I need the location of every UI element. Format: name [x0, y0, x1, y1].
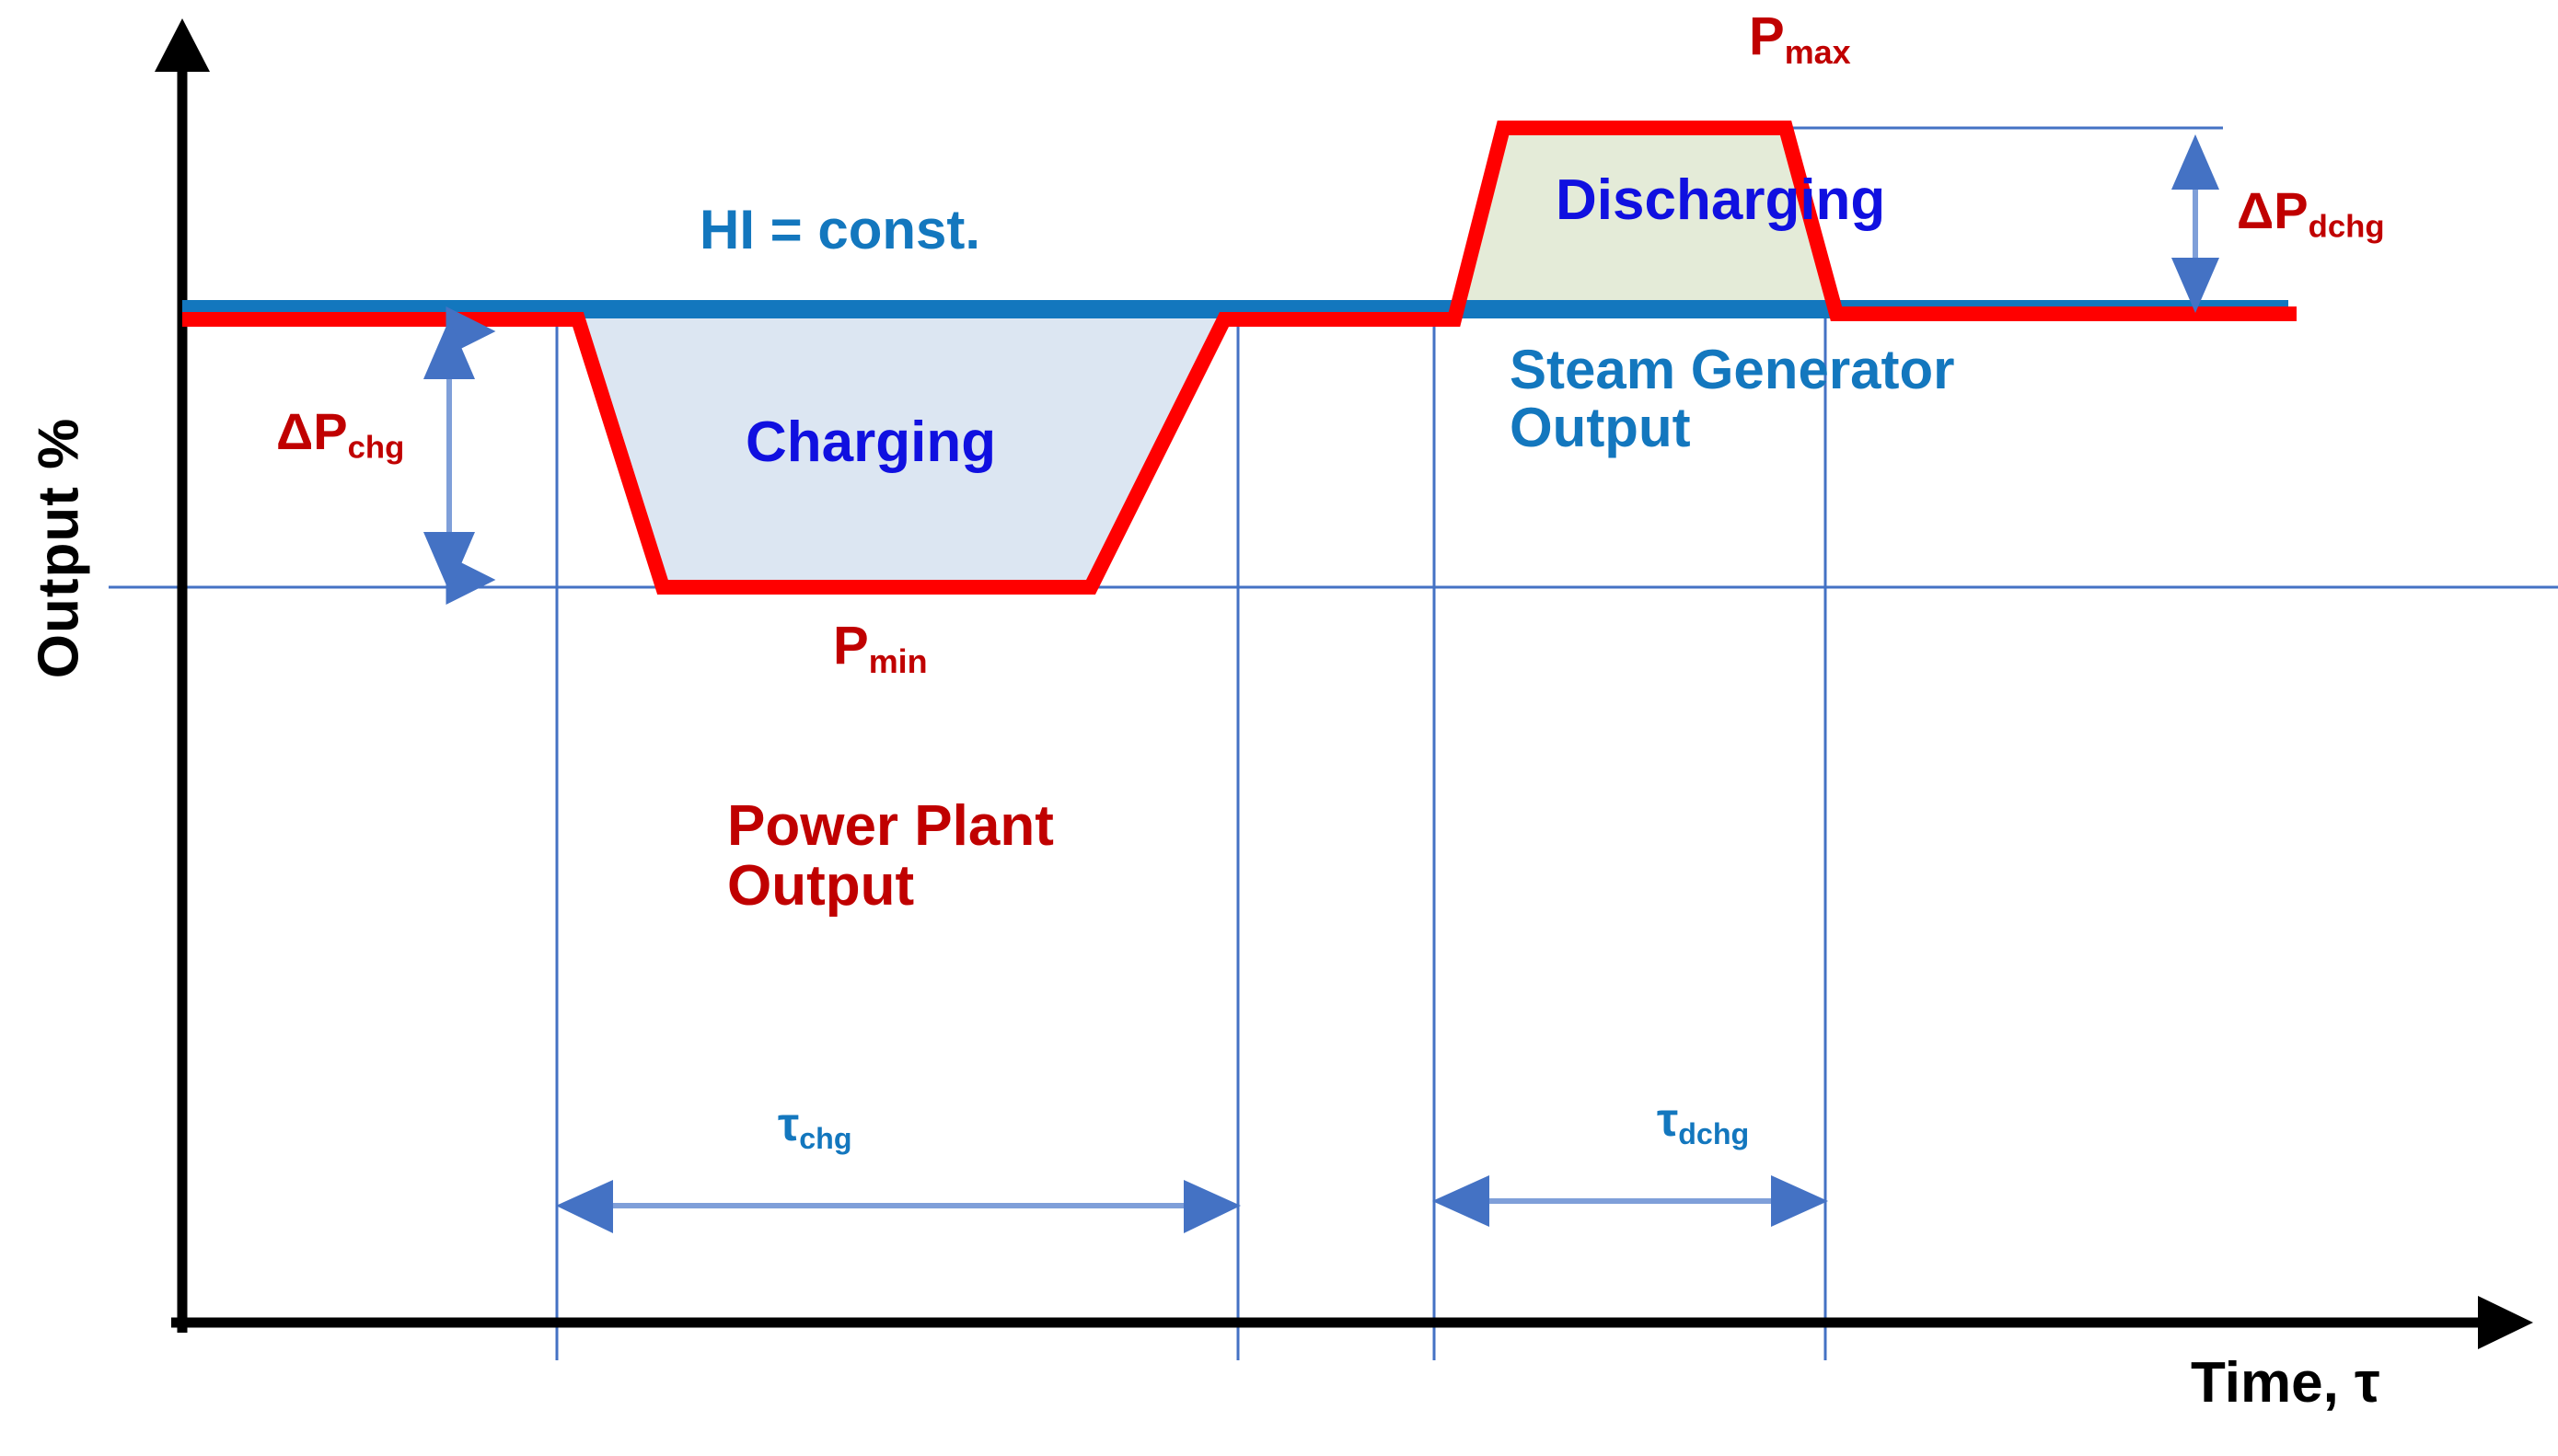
tau-dchg-base: τ: [1657, 1093, 1679, 1147]
charging-region-label: Charging: [746, 410, 997, 474]
heat-input-label: HI = const.: [700, 199, 981, 260]
delta-p-chg-arrowhead-down-icon: [423, 532, 475, 592]
p-max-subscript: max: [1784, 33, 1851, 72]
delta-p-dchg-label: ΔPdchg: [2237, 181, 2385, 245]
power-plant-output-curve: [182, 121, 2297, 595]
pp-output-line2: Output: [727, 854, 915, 919]
p-max-label: Pmax: [1749, 6, 1851, 72]
delta-p-dchg-subscript: dchg: [2308, 209, 2385, 245]
tau-dchg-arrowhead-left-icon: [1432, 1175, 1489, 1227]
x-axis-arrow-icon: [2478, 1296, 2533, 1349]
tau-chg-subscript: chg: [799, 1122, 852, 1156]
discharging-region-label: Discharging: [1556, 168, 1886, 232]
sg-output-line1: Steam Generator: [1510, 339, 1955, 400]
tau-chg-arrowhead-right-icon: [1184, 1180, 1241, 1233]
delta-p-chg-subscript: chg: [347, 430, 405, 466]
discharging-region-fill: [1454, 128, 1836, 314]
y-axis-arrow-icon: [155, 18, 210, 72]
tau-dchg-arrowhead-right-icon: [1771, 1175, 1828, 1227]
x-axis-label: Time, τ: [2191, 1351, 2380, 1415]
p-min-subscript: min: [868, 642, 928, 681]
p-max-base: P: [1749, 6, 1785, 66]
pp-output-line1: Power Plant: [727, 794, 1054, 858]
delta-p-dchg-arrowhead-up-icon: [2171, 134, 2219, 190]
delta-p-chg-label: ΔPchg: [276, 402, 405, 466]
delta-p-dchg-base: ΔP: [2237, 181, 2309, 239]
charging-region-fill: [578, 314, 1224, 587]
y-axis-label: Output %: [27, 417, 91, 679]
p-min-base: P: [833, 616, 869, 676]
tau-dchg-label: τdchg: [1657, 1095, 1749, 1150]
p-min-label: Pmin: [833, 618, 928, 679]
tau-chg-label: τchg: [778, 1100, 852, 1155]
delta-p-chg-base: ΔP: [276, 402, 348, 460]
tau-chg-base: τ: [778, 1098, 800, 1151]
delta-p-dchg-arrowhead-down-icon: [2171, 258, 2219, 313]
tau-dchg-subscript: dchg: [1678, 1117, 1750, 1151]
delta-p-chg-arrowhead-up-icon: [423, 319, 475, 379]
tau-chg-arrowhead-left-icon: [556, 1180, 613, 1233]
sg-output-line2: Output: [1510, 397, 1691, 458]
